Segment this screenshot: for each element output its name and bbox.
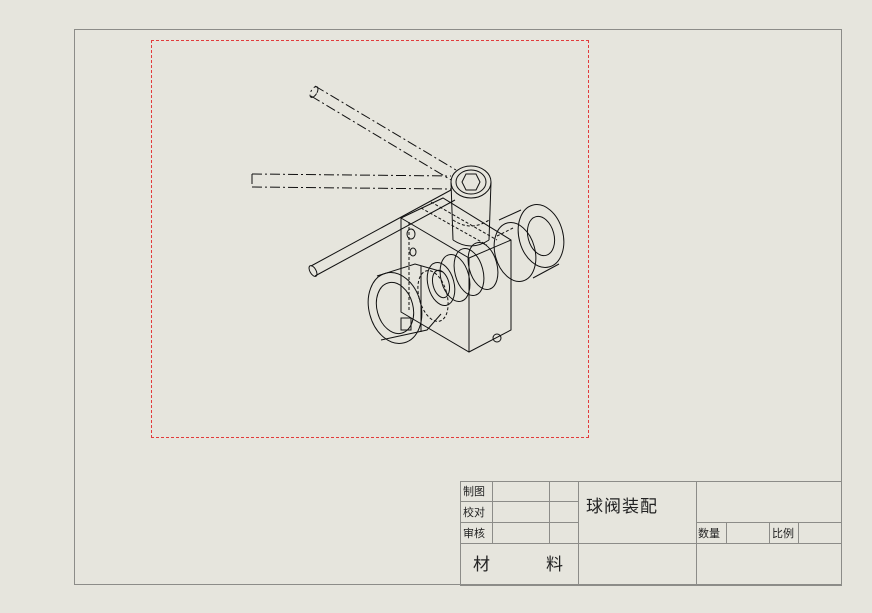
title-block-label-approved-by: 审核: [463, 527, 485, 540]
valve-stem-cap: [450, 165, 492, 247]
title-block-label-drawn-by: 制图: [463, 485, 485, 498]
right-end-cap: [493, 204, 565, 282]
ball-valve-isometric-view[interactable]: [151, 40, 589, 438]
handle-alt-position-2: [251, 173, 452, 190]
title-block-label-quantity: 数量: [698, 527, 720, 540]
threaded-nut: [426, 242, 499, 307]
title-block-label-scale: 比例: [772, 527, 794, 540]
drawing-sheet-border: [74, 29, 842, 585]
handle-alt-position-1: [309, 85, 457, 181]
title-block-label-material-1: 材: [473, 555, 490, 575]
drawing-title: 球阀装配: [586, 497, 658, 517]
title-block-label-material-2: 料: [546, 555, 563, 575]
title-block: [460, 481, 842, 586]
handle-rod: [308, 189, 456, 277]
valve-body: [400, 197, 512, 353]
drawing-view-frame[interactable]: [151, 40, 589, 438]
title-block-label-checked-by: 校对: [463, 506, 485, 519]
left-end-cap: [367, 263, 449, 344]
